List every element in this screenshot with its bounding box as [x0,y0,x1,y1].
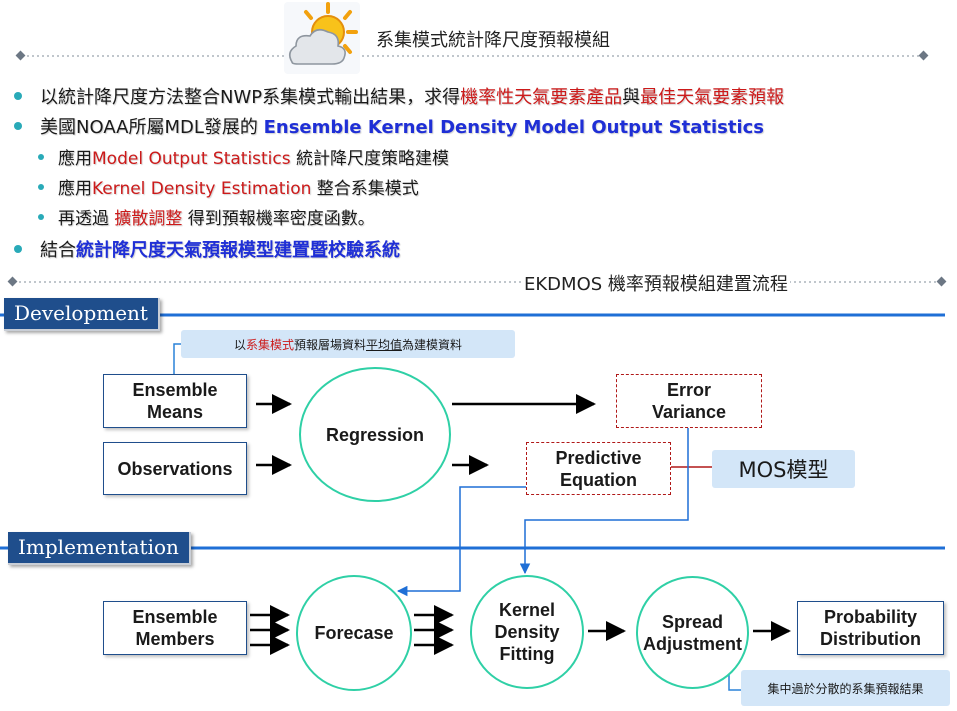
bullet-4-suffix: 整合系集模式 [311,179,419,199]
implementation-tab: Implementation [8,532,191,565]
callout-text-3: 為建模資料 [402,337,463,352]
regression-node: Regression [299,367,451,502]
bullet-6-highlight: 統計降尺度天氣預報模型建置暨校驗系統 [76,240,400,261]
bullet-5: 再透過 擴散調整 得到預報機率密度函數。 [38,207,375,231]
sub-bullet-dot-icon [38,154,44,160]
sub-bullet-dot-icon [38,184,44,190]
arrows-forecase-to-kernel [414,605,454,655]
sun-cloud-icon [282,0,362,76]
callout-pointer-line [173,343,181,374]
forecase-node: Forecase [296,575,412,691]
sub-bullet-dot-icon [38,214,44,220]
error-variance-box: Error Variance [616,374,762,428]
callout-underlined: 平均值 [366,337,403,352]
callout-text-1: 以 [233,337,246,352]
probability-distribution-box: Probability Distribution [797,601,944,655]
bullet-5-text: 再透過 [58,209,115,229]
bullet-3-highlight: Model Output Statistics [92,149,291,169]
predictive-equation-box: Predictive Equation [526,442,671,495]
mos-model-label: MOS模型 [712,450,855,488]
header-divider [15,50,929,61]
bullet-2: 美國NOAA所屬MDL發展的 Ensemble Kernel Density M… [14,116,764,140]
bullet-6: 結合統計降尺度天氣預報模型建置暨校驗系統 [14,239,400,263]
flow-title-divider [7,276,947,287]
observations-box: Observations [103,442,247,495]
bullet-3: 應用Model Output Statistics 統計降尺度策略建模 [38,147,449,171]
page-title: 系集模式統計降尺度預報模組 [376,30,610,51]
arrows-members-to-forecase [250,605,290,655]
bullet-3-text: 應用 [58,149,92,169]
bullet-2-text: 美國NOAA所屬MDL發展的 [40,117,264,138]
bullet-4-highlight: Kernel Density Estimation [92,179,312,199]
bullet-4-text: 應用 [58,179,92,199]
bullet-4: 應用Kernel Density Estimation 整合系集模式 [38,177,419,201]
bullet-3-suffix: 統計降尺度策略建模 [290,149,450,169]
bullet-6-text: 結合 [40,240,76,261]
callout-highlight: 系集模式 [245,337,294,352]
bullet-1-text: 以統計降尺度方法整合NWP系集模式輸出結果，求得 [40,87,461,108]
kernel-density-fitting-node: Kernel Density Fitting [470,575,584,689]
bullet-1: 以統計降尺度方法整合NWP系集模式輸出結果，求得機率性天氣要素產品與最佳天氣要素… [14,86,784,110]
bullet-dot-icon [14,122,22,130]
spread-adjustment-node: Spread Adjustment [636,576,749,689]
bullet-dot-icon [14,245,22,253]
error-to-kernel-line [519,428,689,575]
ensemble-data-callout: 以系集模式預報層場資料平均值為建模資料 [181,330,515,358]
ensemble-members-box: Ensemble Members [103,601,247,655]
bullet-1-highlight-1: 機率性天氣要素產品 [460,87,623,108]
bullet-1-mid: 與 [622,87,641,108]
ensemble-means-box: Ensemble Means [103,374,247,428]
development-tab: Development [4,298,160,331]
bullet-5-highlight: 擴散調整 [114,209,183,229]
equation-to-forecase-line [396,486,526,597]
callout-text-2: 預報層場資料 [293,337,366,352]
bullet-1-highlight-2: 最佳天氣要素預報 [640,87,785,108]
bullet-5-suffix: 得到預報機率密度函數。 [182,209,375,229]
flow-title: EKDMOS 機率預報模組建置流程 [522,270,790,296]
spread-callout: 集中過於分散的系集預報結果 [741,670,950,706]
bullet-2-highlight: Ensemble Kernel Density Model Output Sta… [263,117,764,138]
bullet-dot-icon [14,92,22,100]
